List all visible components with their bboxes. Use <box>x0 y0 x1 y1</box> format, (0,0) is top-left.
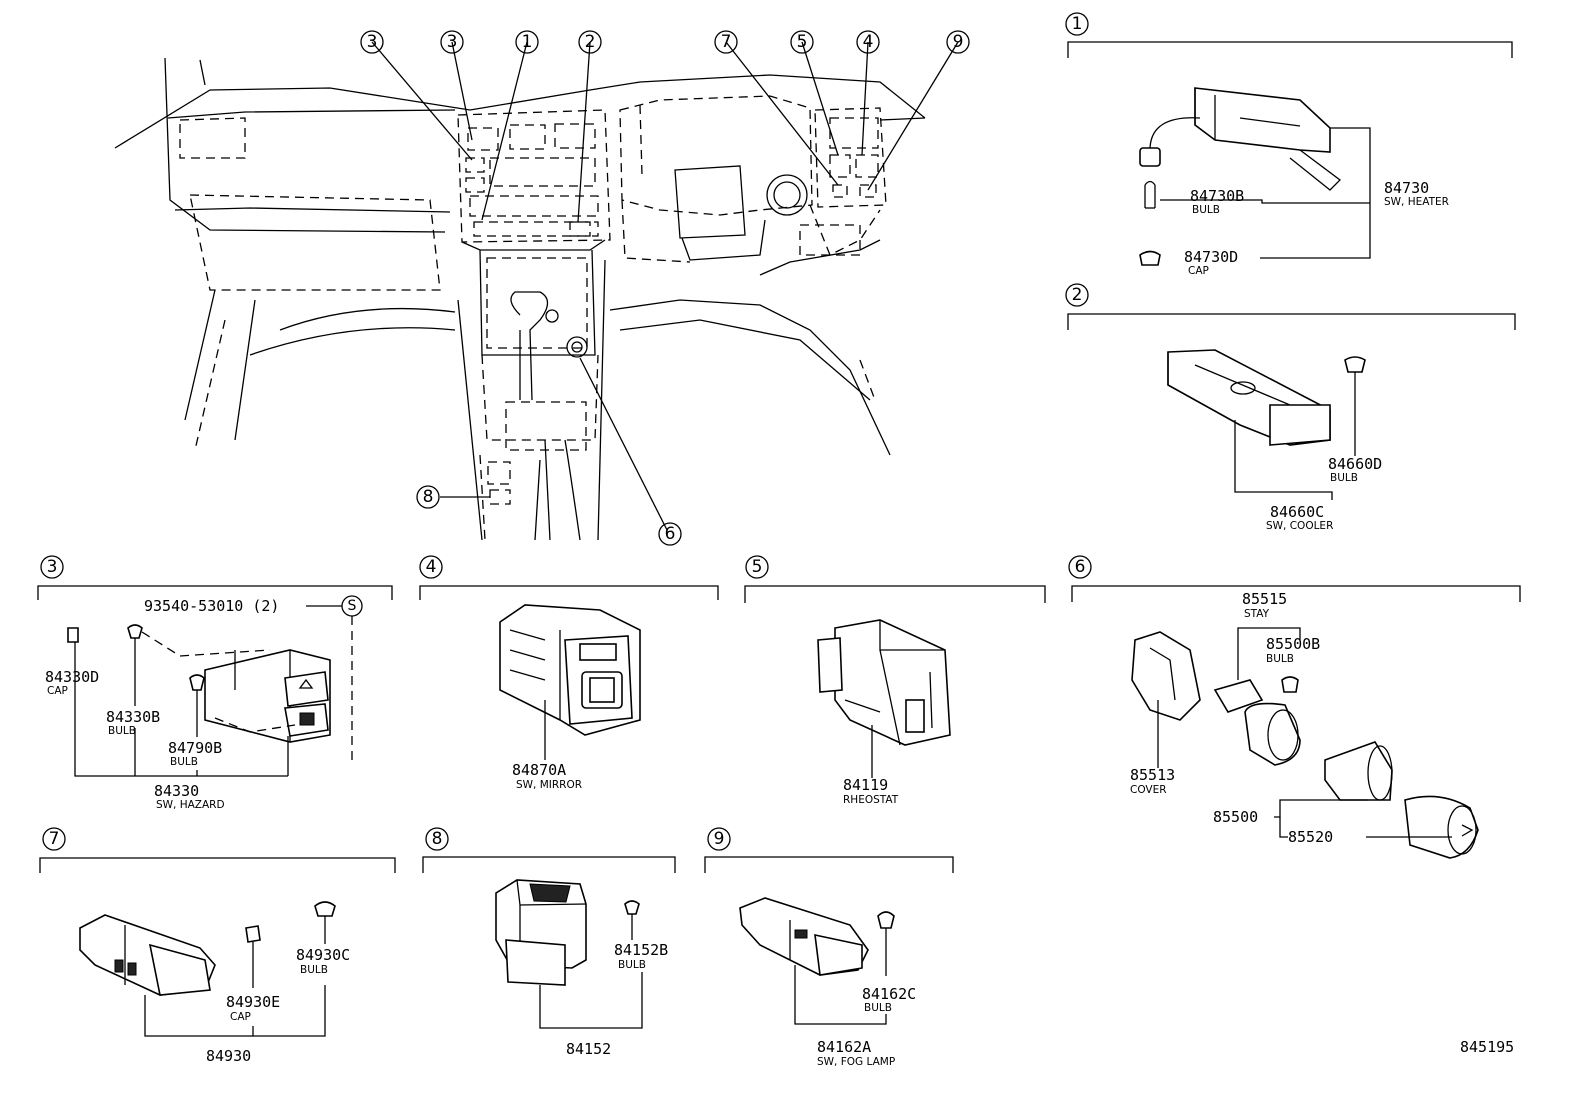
section-1: 1 84730B BULB 84730 SW, HEATER 84730D CA… <box>1065 12 1513 277</box>
mirror-switch-drawing <box>499 604 641 760</box>
section-number: 8 <box>432 829 443 849</box>
overview-callout: 6 <box>658 522 682 546</box>
hazard-switch-drawing <box>67 624 331 776</box>
section-number: 7 <box>49 829 60 849</box>
callout-number: 3 <box>447 32 458 52</box>
part-number: 84730D <box>1184 248 1238 266</box>
section-number: 9 <box>714 829 725 849</box>
section-7: 7 84930C BULB 84930E CAP 84930 <box>39 827 396 1065</box>
part-description: BULB <box>1192 204 1220 216</box>
part-number: 84930E <box>226 993 280 1011</box>
part-number: 84790B <box>168 739 222 757</box>
part-description: BULB <box>1266 653 1294 665</box>
callout-number: 2 <box>585 32 596 52</box>
lighter-drawing <box>1131 631 1479 859</box>
diagram-code: 845195 <box>1460 1038 1514 1056</box>
section-8: 8 84152B BULB 84152 <box>422 827 676 1058</box>
part-number: 84162A <box>817 1038 871 1056</box>
overview-callout: 5 <box>790 30 814 54</box>
part-number: 85520 <box>1288 828 1333 846</box>
section-number: 6 <box>1075 557 1086 577</box>
overview-callout: 1 <box>515 30 539 54</box>
part-description: STAY <box>1244 608 1270 620</box>
heater-switch-drawing <box>1139 87 1341 266</box>
part-number: 84330D <box>45 668 99 686</box>
part-description: BULB <box>108 725 136 737</box>
section-3: 3 93540-53010 (2) S 84330D CAP 84330B <box>37 555 393 811</box>
section-5: 5 84119 RHEOSTAT <box>744 555 1046 806</box>
part-description: SW, HAZARD <box>156 799 225 811</box>
part-number: 84152 <box>566 1040 611 1058</box>
part-number: 84152B <box>614 941 668 959</box>
section-number: 5 <box>752 557 763 577</box>
overview-callout: 7 <box>714 30 738 54</box>
callout-number: 1 <box>522 32 533 52</box>
overview-callout: 2 <box>578 30 602 54</box>
dashboard-overview <box>114 41 959 541</box>
section-number: 3 <box>47 557 58 577</box>
overview-callout: 3 <box>440 30 464 54</box>
callout-number: 4 <box>863 32 874 52</box>
section-6: 6 85515 STAY 85500B BULB 85513 COVER 855… <box>1068 555 1521 859</box>
part-number: 84119 <box>843 776 888 794</box>
overview-callout: 8 <box>416 485 440 509</box>
rheostat-drawing <box>817 619 951 746</box>
part-description: BULB <box>300 964 328 976</box>
part-number: 85500 <box>1213 808 1258 826</box>
overview-callout: 9 <box>946 30 970 54</box>
part-number: 85500B <box>1266 635 1320 653</box>
section-9: 9 84162C BULB 84162A SW, FOG LAMP <box>704 827 954 1068</box>
part-number: 84660C <box>1270 503 1324 521</box>
callout-number: 3 <box>367 32 378 52</box>
section-number: 1 <box>1072 14 1083 34</box>
part-description: BULB <box>864 1002 892 1014</box>
part-number: 84660D <box>1328 455 1382 473</box>
section-number: 4 <box>426 557 437 577</box>
part-description: SW, FOG LAMP <box>817 1056 895 1068</box>
part-number: 93540-53010 (2) <box>144 597 279 615</box>
part-number: 84730B <box>1190 187 1244 205</box>
part-number: 84330B <box>106 708 160 726</box>
part-description: RHEOSTAT <box>843 794 899 806</box>
part-description: SW, HEATER <box>1384 196 1449 208</box>
part-number: 84162C <box>862 985 916 1003</box>
switch-7-drawing <box>79 901 336 996</box>
part-description: CAP <box>47 685 68 697</box>
switch-8-drawing <box>495 879 640 986</box>
fog-lamp-switch-drawing <box>739 897 895 976</box>
part-description: BULB <box>1330 472 1358 484</box>
callout-number: 9 <box>953 32 964 52</box>
part-number: 85513 <box>1130 766 1175 784</box>
screw-symbol-letter: S <box>348 598 357 614</box>
part-number: 84870A <box>512 761 566 779</box>
section-number: 2 <box>1072 285 1083 305</box>
callout-number: 5 <box>797 32 808 52</box>
callout-number: 8 <box>423 487 434 507</box>
callout-number: 6 <box>665 524 676 544</box>
part-number: 85515 <box>1242 590 1287 608</box>
part-description: CAP <box>230 1011 251 1023</box>
overview-callout: 3 <box>360 30 384 54</box>
part-number: 84330 <box>154 782 199 800</box>
part-description: SW, COOLER <box>1266 520 1333 532</box>
section-2: 2 84660D BULB 84660C SW, COOLER <box>1065 283 1516 532</box>
cooler-switch-drawing <box>1167 349 1366 456</box>
section-4: 4 84870A SW, MIRROR <box>419 555 719 791</box>
part-number: 84730 <box>1384 179 1429 197</box>
part-description: SW, MIRROR <box>516 779 582 791</box>
overview-callout: 4 <box>856 30 880 54</box>
part-description: COVER <box>1130 784 1167 796</box>
part-number: 84930C <box>296 946 350 964</box>
part-description: BULB <box>618 959 646 971</box>
part-number: 84930 <box>206 1047 251 1065</box>
callout-number: 7 <box>721 32 732 52</box>
part-description: BULB <box>170 756 198 768</box>
part-description: CAP <box>1188 265 1209 277</box>
